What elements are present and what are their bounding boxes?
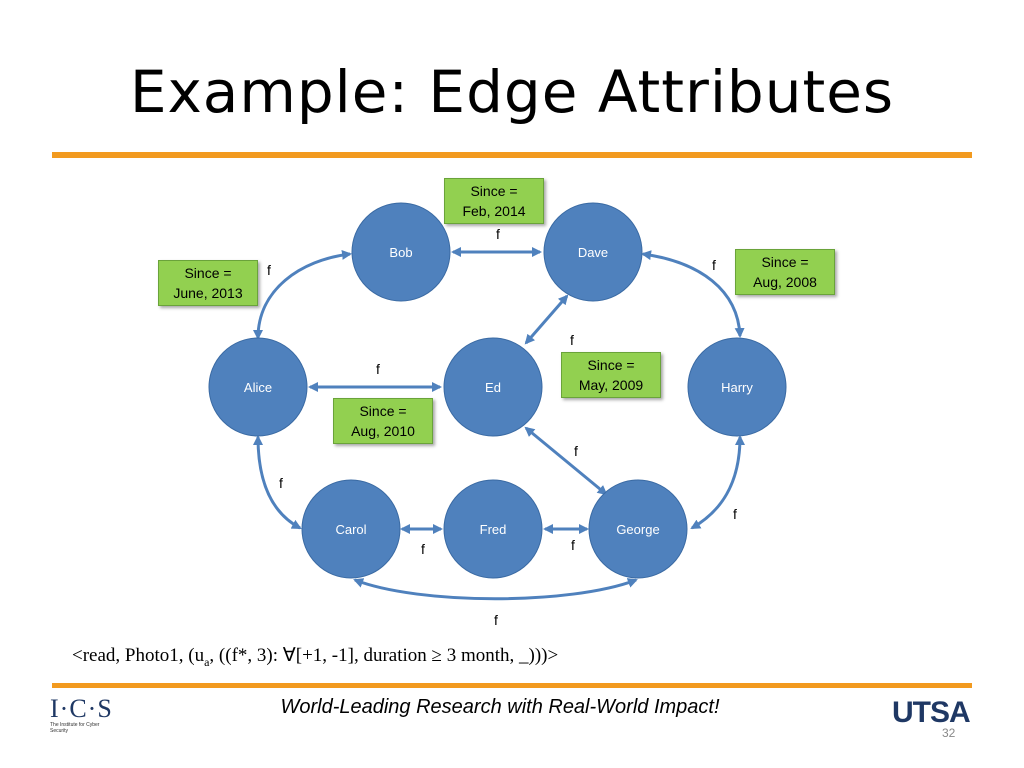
node-harry [687,337,787,437]
edge-carol-george [353,578,638,601]
edge-alice-carol [253,435,302,530]
edge-dave-ed [524,294,569,345]
formula-subscript: a [204,654,210,669]
node-alice-label: Alice [244,380,272,395]
node-bob-label: Bob [389,245,412,260]
node-fred [443,479,543,579]
edge-dave-harry [641,250,745,338]
note-alice-bob-line1: Since = [184,265,232,281]
note-dave-ed: Since = May, 2009 [561,352,661,398]
note-dave-ed-line2: May, 2009 [578,377,644,393]
note-bob-dave: Since = Feb, 2014 [444,178,544,224]
edge-label-alice-bob: f [267,262,271,278]
edge-label-dave-ed: f [570,332,574,348]
footer-divider [52,683,972,688]
ics-logo: I·C·S The Institute for Cyber Security [50,694,118,735]
edge-harry-george [690,435,745,530]
edge-label-carol-fred: f [421,541,425,557]
note-alice-ed: Since = Aug, 2010 [333,398,433,444]
node-alice [208,337,308,437]
node-dave-label: Dave [578,245,608,260]
title-divider [52,152,972,158]
note-dave-harry: Since = Aug, 2008 [735,249,835,295]
page-number: 32 [942,726,956,740]
edge-label-alice-carol: f [279,475,283,491]
edge-ed-george [524,426,608,496]
note-bob-dave-line1: Since = [470,183,518,199]
edge-label-harry-george: f [733,506,737,522]
edge-label-ed-george: f [574,443,578,459]
edge-alice-bob [253,249,352,340]
node-george [588,479,688,579]
edge-label-fred-george: f [571,537,575,553]
note-dave-harry-line1: Since = [761,254,809,270]
node-bob [351,202,451,302]
slide-title: Example: Edge Attributes [129,58,895,126]
node-harry-label: Harry [721,380,753,395]
edge-label-bob-dave: f [496,226,500,242]
ics-logo-text: I·C·S [50,694,113,723]
footer-tagline: World-Leading Research with Real-World I… [280,696,720,718]
node-fred-label: Fred [480,522,507,537]
node-ed-label: Ed [485,380,501,395]
edge-label-carol-george: f [494,612,498,628]
note-alice-bob: Since = June, 2013 [158,260,258,306]
formula-part1: <read, Photo1, (u [72,645,205,666]
node-carol [301,479,401,579]
node-carol-label: Carol [335,522,366,537]
note-dave-harry-line2: Aug, 2008 [753,274,817,290]
policy-formula: <read, Photo1, (ua, ((f*, 3): ∀[+1, -1],… [72,644,558,670]
utsa-logo: UTSA [892,696,971,729]
formula-part2: , ((f*, 3): ∀[+1, -1], duration ≥ 3 mont… [209,645,559,666]
note-alice-bob-line2: June, 2013 [173,285,243,301]
note-dave-ed-line1: Since = [587,357,635,373]
node-dave [543,202,643,302]
note-alice-ed-line2: Aug, 2010 [351,423,415,439]
note-bob-dave-line2: Feb, 2014 [462,203,526,219]
ics-logo-subtitle: The Institute for Cyber Security [50,722,100,734]
edge-label-dave-harry: f [712,257,716,273]
note-alice-ed-line1: Since = [359,403,407,419]
edge-label-alice-ed: f [376,361,380,377]
node-george-label: George [616,522,659,537]
node-ed [443,337,543,437]
